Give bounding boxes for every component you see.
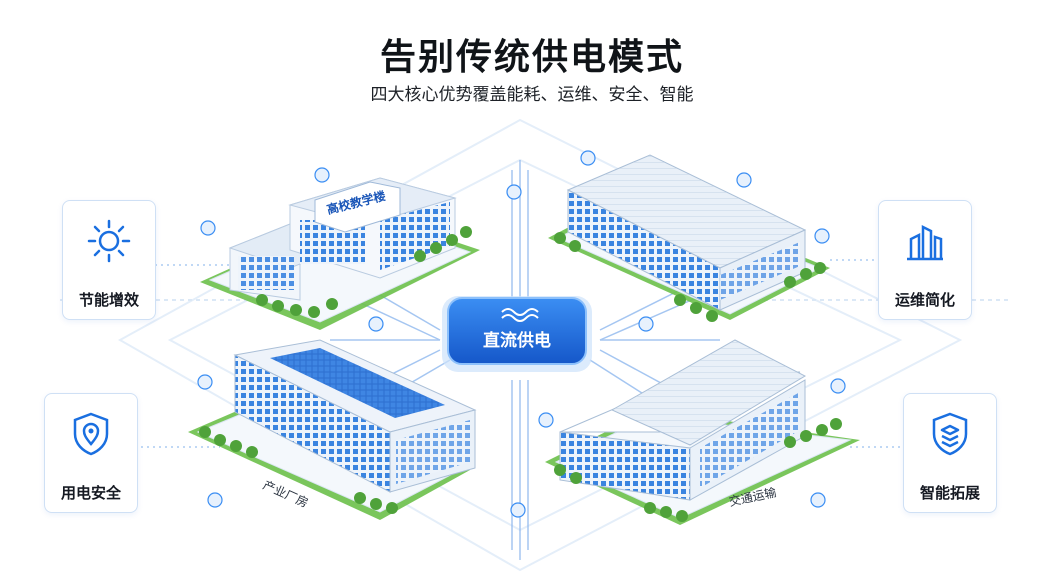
- card-connectors: [135, 259, 900, 448]
- node-badges: [197, 150, 846, 518]
- building-transport: 交通运输: [554, 339, 842, 522]
- card-safety-label: 用电安全: [60, 484, 121, 502]
- card-smart[interactable]: 智能拓展: [903, 393, 997, 513]
- sun-icon: [87, 219, 131, 263]
- hub-dc-power: [442, 296, 592, 372]
- card-maintenance[interactable]: 运维简化: [878, 200, 972, 320]
- card-maintenance-label: 运维简化: [894, 291, 955, 309]
- card-energy-label: 节能增效: [78, 291, 139, 309]
- card-safety[interactable]: 用电安全: [44, 393, 138, 513]
- shield-layers-icon: [932, 412, 968, 456]
- hub-label: 直流供电: [483, 331, 551, 351]
- header: 告别传统供电模式 四大核心优势覆盖能耗、运维、安全、智能: [0, 0, 1064, 110]
- building-school: 高校教学楼: [228, 177, 472, 318]
- card-smart-label: 智能拓展: [919, 484, 980, 502]
- page-subtitle: 四大核心优势覆盖能耗、运维、安全、智能: [370, 85, 694, 105]
- card-energy[interactable]: 节能增效: [62, 200, 156, 320]
- building-icon: [907, 224, 943, 261]
- page-title: 告别传统供电模式: [379, 37, 684, 78]
- shield-location-icon: [73, 412, 109, 456]
- building-warehouse-top: [554, 154, 826, 322]
